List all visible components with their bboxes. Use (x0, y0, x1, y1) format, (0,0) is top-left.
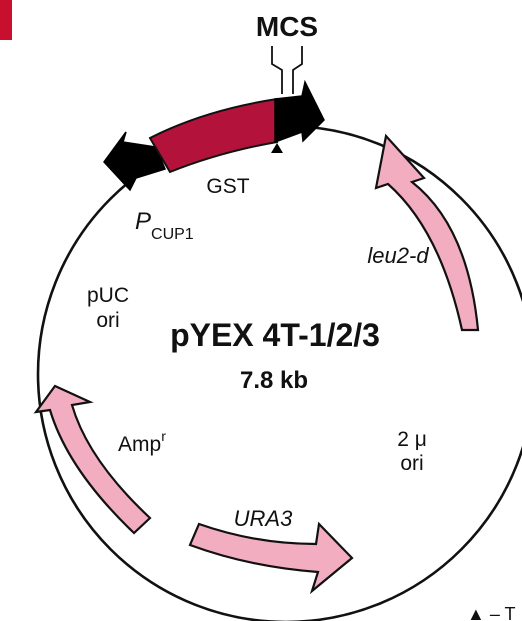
ura3-arrow (188, 521, 354, 595)
plasmid-size: 7.8 kb (240, 367, 308, 394)
leu2d-label: leu2-d (367, 243, 429, 268)
corner-tab (0, 0, 12, 40)
mcs-arrow (274, 79, 325, 144)
amp-text: Amp (118, 433, 161, 456)
promoter-label: PCUP1 (135, 208, 194, 243)
plasmid-name: pYEX 4T-1/2/3 (170, 317, 380, 353)
mcs-leader-line-left (271, 46, 283, 94)
promoter-letter: P (135, 208, 151, 235)
gst-label: GST (206, 175, 249, 198)
gst-segment (148, 97, 278, 174)
leu2d-arrow (374, 133, 480, 332)
cleavage-site-marker (271, 143, 283, 153)
ura3-label: URA3 (234, 506, 293, 531)
footnote: ▲ – T (467, 604, 516, 621)
two-micron-label-line2: ori (400, 452, 423, 475)
amp-resistance-arrow (33, 384, 152, 535)
mcs-leader-line-right (292, 46, 303, 94)
amp-superscript: r (161, 428, 166, 444)
puc-ori-label-line2: ori (96, 309, 119, 332)
amp-label: Ampr (118, 428, 166, 456)
two-micron-label-line1: 2 μ (397, 428, 427, 451)
promoter-arrow (103, 131, 167, 192)
promoter-subscript: CUP1 (151, 226, 194, 243)
mcs-label: MCS (256, 11, 318, 42)
puc-ori-label-line1: pUC (87, 284, 129, 307)
